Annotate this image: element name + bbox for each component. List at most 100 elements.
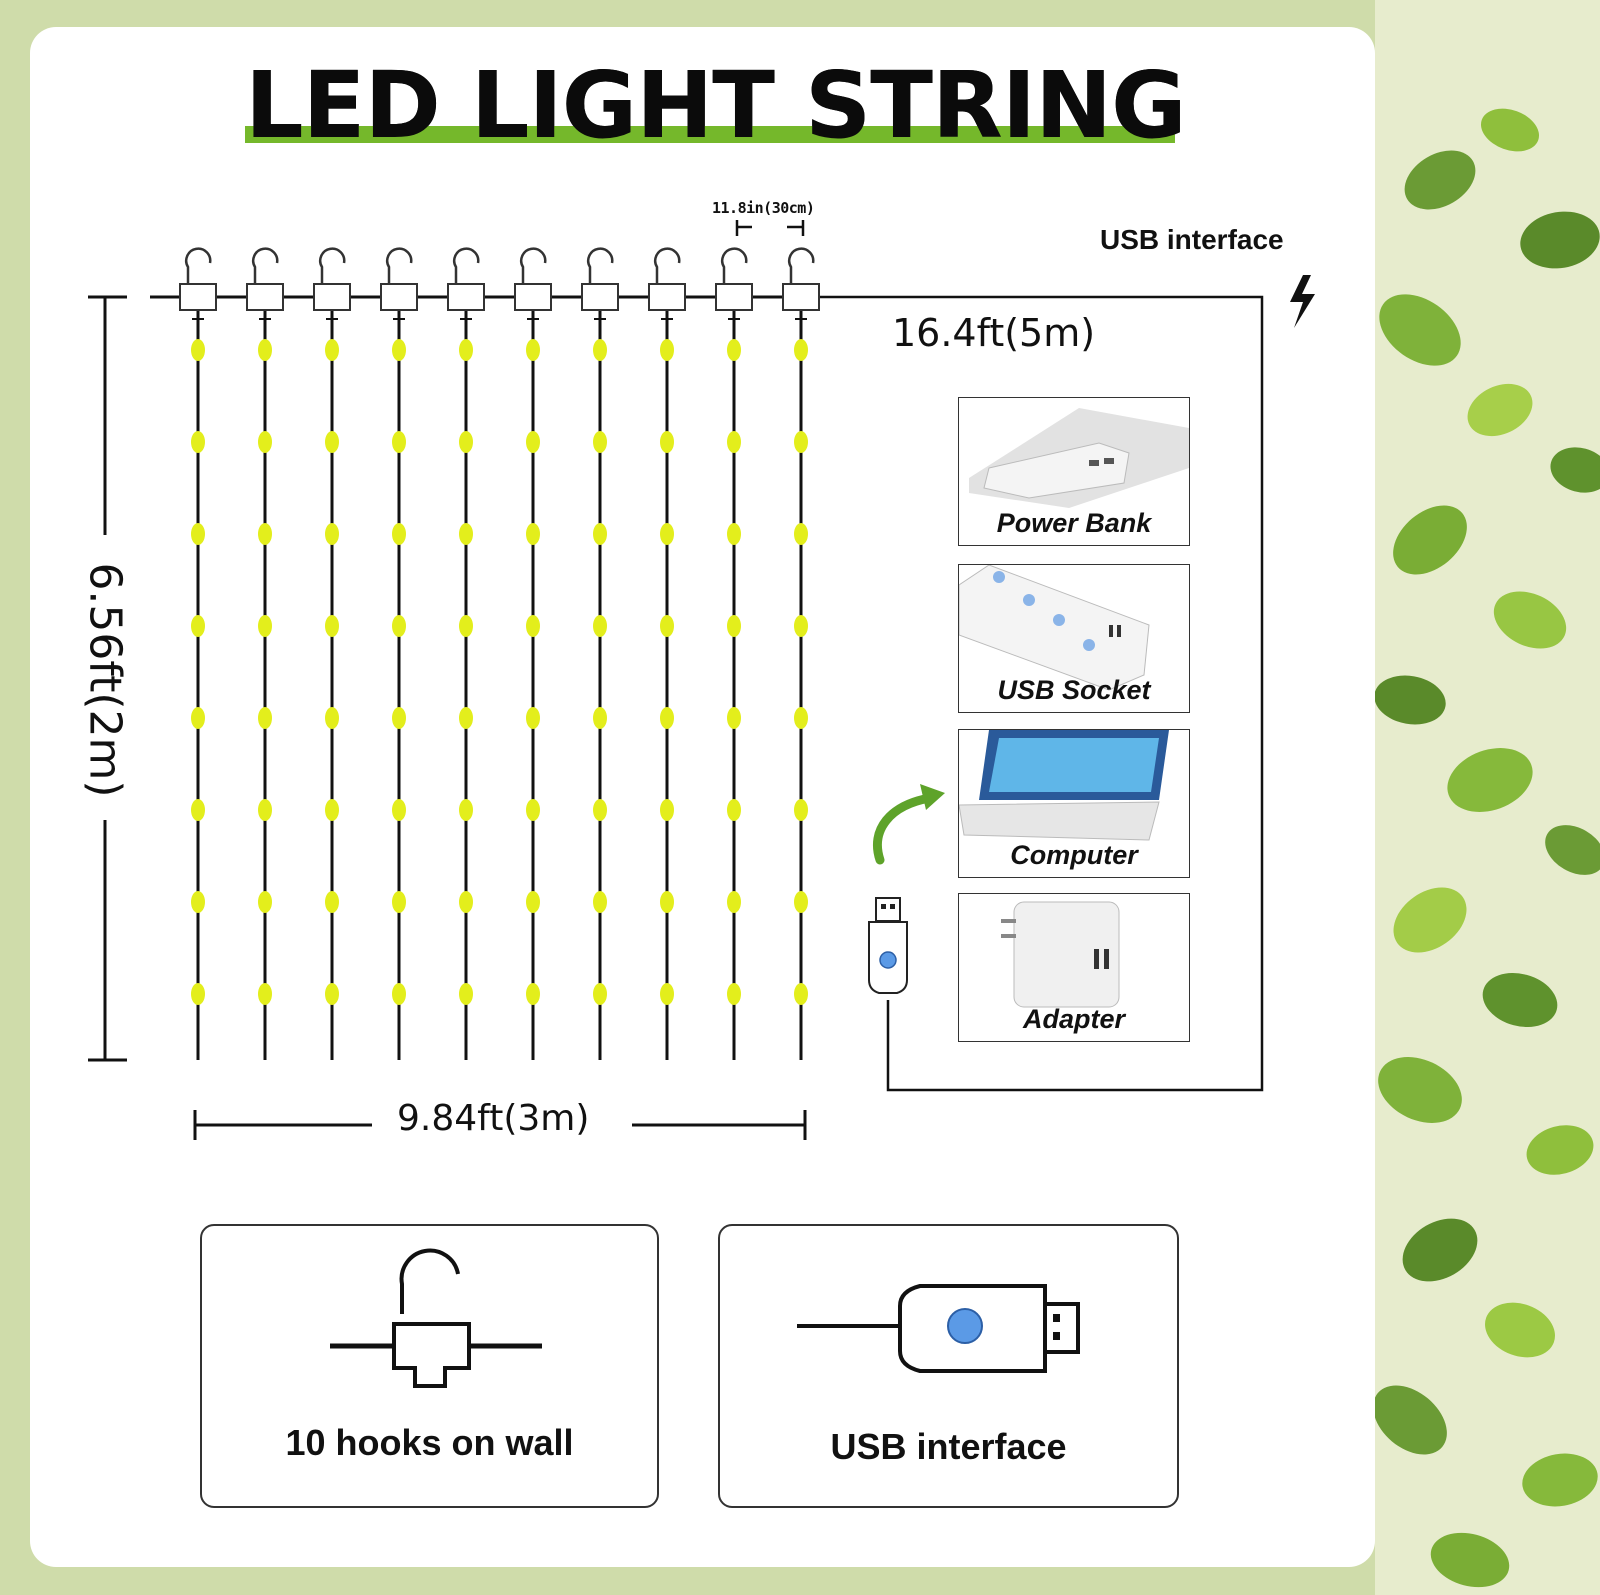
led-bulb	[325, 523, 339, 545]
led-bulb	[191, 799, 205, 821]
led-bulb	[526, 615, 540, 637]
led-strand	[246, 247, 284, 1060]
led-bulb	[593, 431, 607, 453]
led-bulb	[258, 523, 272, 545]
spacing-dimension-marker	[735, 220, 805, 236]
led-bulb	[794, 431, 808, 453]
power-source-label: USB Socket	[997, 675, 1151, 705]
hook-icon	[587, 247, 614, 285]
led-bulb	[727, 615, 741, 637]
led-bulb	[392, 799, 406, 821]
hook-icon	[520, 247, 547, 285]
width-dimension-line	[193, 1110, 807, 1140]
width-label: 9.84ft(3m)	[397, 1098, 590, 1139]
led-bulb	[392, 983, 406, 1005]
hook-clip	[715, 283, 753, 311]
power-source-usb-socket: USB Socket	[958, 564, 1190, 713]
hook-icon	[252, 247, 279, 285]
hook-icon	[453, 247, 480, 285]
led-bulb	[727, 523, 741, 545]
led-bulb	[258, 891, 272, 913]
led-bulb	[593, 339, 607, 361]
led-bulb	[526, 339, 540, 361]
usb-socket-icon	[959, 565, 1150, 691]
led-bulb	[526, 523, 540, 545]
hook-clip	[380, 283, 418, 311]
led-bulb	[392, 523, 406, 545]
led-bulb	[526, 431, 540, 453]
led-strand	[179, 247, 217, 1060]
green-arrow-head	[920, 784, 945, 810]
adapter-icon	[1001, 901, 1120, 1008]
led-bulb	[191, 431, 205, 453]
led-strand	[313, 247, 351, 1060]
hook-clip	[581, 283, 619, 311]
power-source-computer: Computer	[958, 729, 1190, 878]
led-bulb	[258, 799, 272, 821]
hook-icon	[185, 247, 212, 285]
led-bulb	[191, 523, 205, 545]
feature-usb-label: USB interface	[830, 1426, 1067, 1467]
hook-icon	[721, 247, 748, 285]
led-bulb	[660, 707, 674, 729]
height-label: 6.56ft(2m)	[79, 562, 131, 798]
feature-hooks-label: 10 hooks on wall	[285, 1422, 574, 1463]
led-strand	[514, 247, 552, 1060]
led-strand	[715, 247, 753, 1060]
led-strand	[380, 247, 418, 1060]
led-strands	[179, 247, 820, 1060]
led-bulb	[459, 615, 473, 637]
led-strand	[782, 247, 820, 1060]
led-strand	[447, 247, 485, 1060]
led-bulb	[258, 431, 272, 453]
led-bulb	[660, 891, 674, 913]
led-bulb	[593, 523, 607, 545]
led-bulb	[526, 707, 540, 729]
feature-usb: USB interface	[718, 1224, 1179, 1508]
hook-clip	[179, 283, 217, 311]
led-bulb	[258, 707, 272, 729]
led-bulb	[392, 615, 406, 637]
led-bulb	[459, 431, 473, 453]
led-bulb	[660, 523, 674, 545]
height-dimension-line	[88, 295, 127, 1062]
led-bulb	[325, 431, 339, 453]
led-bulb	[727, 339, 741, 361]
led-bulb	[392, 891, 406, 913]
led-bulb	[526, 983, 540, 1005]
green-curved-arrow-icon	[872, 793, 935, 865]
led-bulb	[794, 615, 808, 637]
led-bulb	[392, 707, 406, 729]
led-bulb	[660, 983, 674, 1005]
led-bulb	[593, 799, 607, 821]
usb-plug-icon	[797, 1284, 1080, 1373]
led-bulb	[325, 615, 339, 637]
hook-icon	[319, 247, 346, 285]
power-source-power-bank: Power Bank	[958, 397, 1190, 546]
led-strand	[581, 247, 619, 1060]
led-bulb	[325, 891, 339, 913]
hook-clip	[313, 283, 351, 311]
led-bulb	[392, 339, 406, 361]
led-bulb	[660, 615, 674, 637]
usb-control-button	[947, 1308, 983, 1344]
hook-clip	[514, 283, 552, 311]
led-bulb	[660, 431, 674, 453]
led-bulb	[794, 891, 808, 913]
led-bulb	[727, 431, 741, 453]
led-bulb	[191, 891, 205, 913]
usb-cable	[820, 295, 1264, 1092]
led-bulb	[526, 799, 540, 821]
cable-length-label: 16.4ft(5m)	[892, 311, 1096, 355]
ivy-leaves	[1373, 108, 1600, 1588]
led-bulb	[325, 707, 339, 729]
led-bulb	[727, 983, 741, 1005]
led-bulb	[459, 799, 473, 821]
strand-spacing-label: 11.8in(30cm)	[712, 199, 815, 217]
led-bulb	[593, 615, 607, 637]
led-bulb	[392, 431, 406, 453]
led-bulb	[727, 891, 741, 913]
feature-hooks: 10 hooks on wall	[200, 1224, 659, 1508]
led-bulb	[727, 799, 741, 821]
